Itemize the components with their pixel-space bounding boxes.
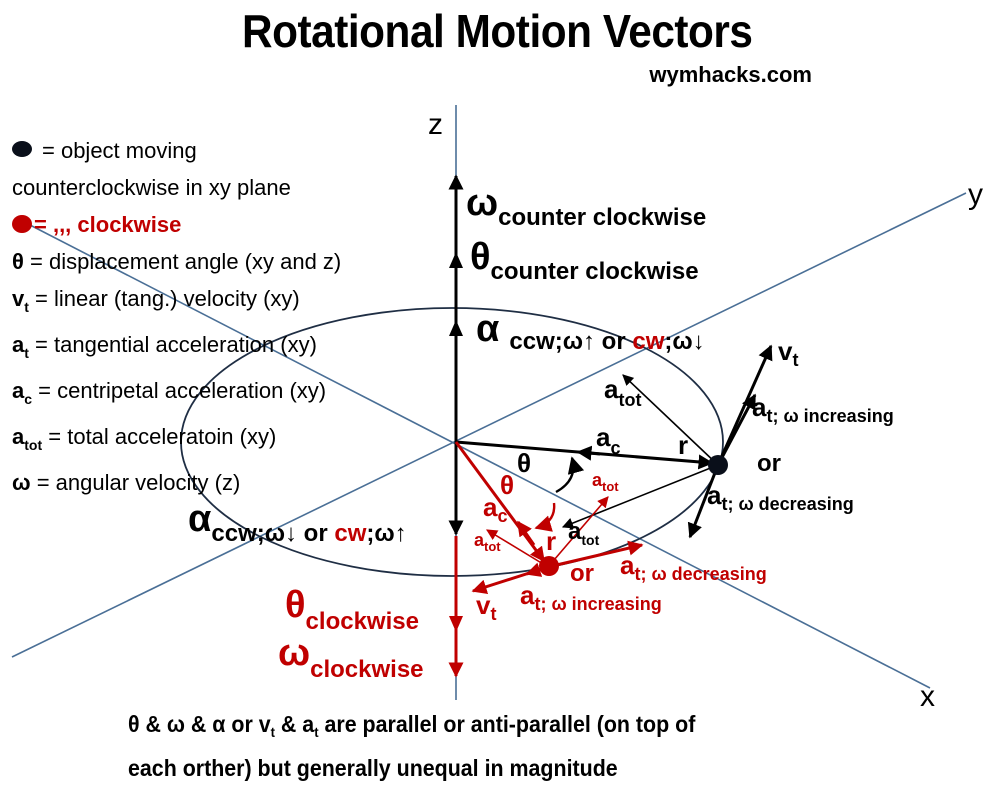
theta-ccw-label: θcounter clockwise	[470, 236, 699, 285]
black-ac-label: ac	[596, 422, 621, 458]
red-dot-icon	[12, 215, 32, 233]
theta-ccw-arrowhead	[449, 252, 463, 268]
black-vt-label: vt	[778, 336, 799, 370]
omega-ccw-label: ωcounter clockwise	[466, 182, 707, 231]
black-or-label: or	[757, 450, 781, 477]
red-at-inc-label: at; ω increasing	[520, 580, 662, 614]
x-axis	[29, 224, 931, 689]
black-atot-lower-label: atot	[568, 518, 600, 548]
red-at-dec-vector	[547, 540, 644, 569]
black-at-inc-arrowhead	[716, 393, 757, 466]
legend-item-at: at = tangential acceleration (xy)	[12, 332, 317, 361]
theta-cw-label: θclockwise	[285, 584, 419, 635]
y-axis-label: y	[968, 178, 983, 211]
black-at-inc-label: at; ω increasing	[752, 392, 894, 426]
red-or-label: or	[570, 560, 594, 587]
black-theta-label: θ	[517, 448, 532, 478]
red-atot-right-vector	[547, 496, 609, 568]
red-ac-label: ac	[483, 492, 508, 526]
legend-item-theta: θ = displacement angle (xy and z)	[12, 249, 342, 274]
black-at-dec-label: at; ω decreasing	[707, 480, 854, 514]
red-at-dec-label: at; ω decreasing	[620, 550, 767, 584]
black-object-dot	[708, 455, 728, 475]
black-dot-icon	[12, 141, 32, 157]
black-ac-vector	[576, 445, 601, 461]
red-ac-vector	[516, 520, 536, 546]
legend-item-ac: ac = centripetal acceleration (xy)	[12, 378, 327, 407]
red-atot-left-vector	[486, 529, 549, 568]
legend-item-omega: ω = angular velocity (z)	[12, 470, 241, 495]
red-object-dot	[539, 556, 559, 576]
red-theta-arc	[534, 502, 556, 532]
black-at-dec-vector	[687, 464, 720, 539]
black-theta-arc	[555, 456, 585, 494]
black-atot-upper-label: atot	[604, 374, 642, 410]
black-atot-lower-vector	[561, 464, 719, 529]
legend-item-ccw-object: = object moving	[12, 132, 341, 169]
legend: = object moving counterclockwise in xy p…	[12, 132, 341, 501]
omega-cw-label: ωclockwise	[278, 632, 424, 683]
z-axis-label: z	[428, 108, 443, 141]
x-axis-label: x	[920, 680, 935, 713]
footer-line-2: each orther) but generally unequal in ma…	[128, 755, 618, 781]
theta-cw-arrowhead	[449, 616, 463, 632]
red-vt-label: vt	[476, 590, 497, 624]
black-atot-upper-vector	[622, 374, 719, 466]
black-r-label: r	[678, 430, 689, 460]
footer-line-1: θ & ω & α or vt & at are parallel or ant…	[128, 711, 696, 740]
alpha-down-label: αccw;ω↓ or cw;ω↑	[188, 498, 407, 547]
red-atot-right-label: atot	[592, 470, 619, 494]
red-atot-left-label: atot	[474, 530, 501, 554]
legend-item-ccw-object-cont: counterclockwise in xy plane	[12, 175, 291, 200]
legend-item-cw-object: = ,,, clockwise	[12, 206, 341, 243]
red-r-label: r	[546, 526, 557, 556]
red-radius	[454, 441, 546, 563]
page-title: Rotational Motion Vectors	[242, 5, 753, 57]
y-axis	[11, 192, 967, 658]
red-theta-label: θ	[500, 470, 515, 500]
orbit-ellipse	[180, 307, 724, 577]
alpha-ccw-arrowhead	[449, 320, 463, 336]
legend-item-vt: vt = linear (tang.) velocity (xy)	[12, 286, 300, 315]
footer-note: θ & ω & α or vt & at are parallel or ant…	[128, 706, 695, 786]
legend-item-atot: atot = total acceleratoin (xy)	[12, 424, 277, 453]
site-credit: wymhacks.com	[649, 62, 812, 87]
